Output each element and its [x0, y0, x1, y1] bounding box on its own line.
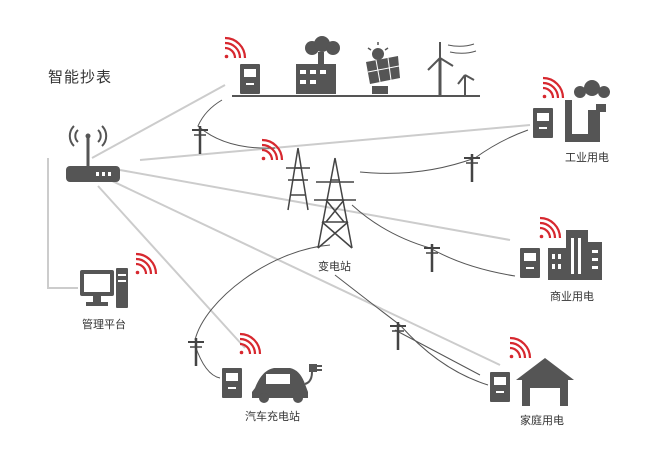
wifi-signal-icon — [541, 76, 565, 100]
power-wires — [194, 99, 529, 386]
smart-meter-icon — [222, 368, 242, 398]
generation-group — [223, 36, 480, 97]
wifi-signal-icon — [223, 36, 247, 60]
plug-icon — [304, 364, 322, 385]
factory-icon — [565, 80, 610, 142]
house-icon — [516, 358, 574, 406]
wifi-signal-icon — [538, 216, 562, 240]
industrial-label: 工业用电 — [565, 151, 609, 164]
household-label: 家庭用电 — [520, 414, 564, 427]
computer-icon — [80, 268, 128, 308]
factory-icon — [296, 36, 340, 94]
commercial-label: 商业用电 — [550, 290, 594, 303]
smart-meter-icon — [520, 248, 540, 278]
wifi-signal-icon — [260, 138, 284, 162]
solar-panel-icon — [366, 42, 400, 94]
wifi-signal-icon — [508, 336, 532, 360]
electric-car-icon — [252, 368, 308, 403]
wifi-signal-icon — [238, 332, 262, 356]
ev-charging-label: 汽车充电站 — [245, 410, 300, 423]
management-label: 管理平台 — [82, 318, 126, 331]
transmission-tower-icon — [286, 147, 356, 249]
smart-meter-icon — [490, 372, 510, 402]
wifi-signal-icon — [134, 252, 158, 276]
router-icon — [66, 125, 120, 182]
smart-meter-icon — [240, 64, 260, 94]
substation-label: 变电站 — [318, 260, 351, 273]
office-building-icon — [548, 230, 602, 280]
page-title: 智能抄表 — [48, 68, 113, 86]
communication-links — [47, 84, 531, 366]
wind-turbine-icon — [427, 42, 477, 96]
smart-meter-icon — [533, 108, 553, 138]
